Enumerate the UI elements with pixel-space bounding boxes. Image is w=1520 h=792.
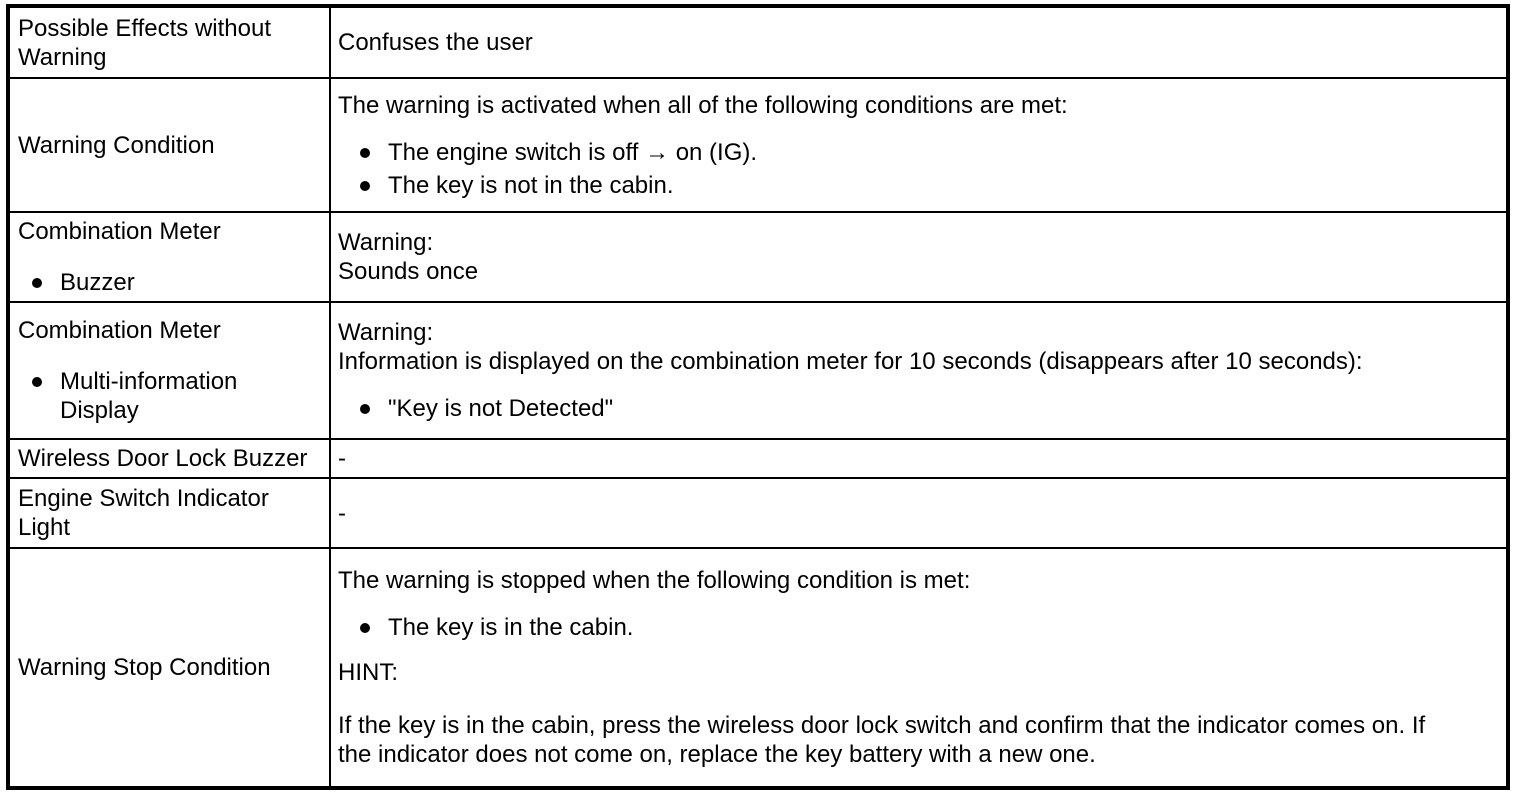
- bullet-text: The key is not in the cabin.: [388, 171, 674, 199]
- value-cell-possible-effects: Confuses the user: [329, 5, 1509, 79]
- bullet-text: "Key is not Detected": [388, 395, 614, 422]
- list-item: The key is in the cabin.: [338, 613, 1498, 642]
- value-cell-warning-stop-condition: The warning is stopped when the followin…: [329, 547, 1509, 789]
- label-cell-combination-meter-display: Combination Meter Multi-information Disp…: [7, 301, 331, 440]
- row-warning-condition: Warning Condition The warning is activat…: [7, 77, 1509, 213]
- stop-condition-bullet-list: The key is in the cabin.: [338, 613, 1498, 642]
- row-label: Possible Effects without Warning: [18, 14, 272, 71]
- row-label: Warning Condition: [18, 131, 215, 159]
- label-cell-warning-condition: Warning Condition: [7, 77, 331, 213]
- value-cell-warning-condition: The warning is activated when all of the…: [329, 77, 1509, 213]
- row-value: Warning: Sounds once: [338, 229, 479, 285]
- row-engine-switch-indicator: Engine Switch Indicator Light -: [7, 477, 1509, 549]
- row-value: -: [338, 499, 346, 527]
- value-cell-engine-switch-indicator: -: [329, 477, 1509, 549]
- list-item: Multi-information Display: [18, 367, 323, 425]
- list-item: Buzzer: [18, 268, 323, 297]
- row-warning-stop-condition: Warning Stop Condition The warning is st…: [7, 547, 1509, 789]
- list-item: The key is not in the cabin.: [338, 171, 1498, 200]
- bullet-text: The engine switch is off → on (IG).: [388, 138, 758, 166]
- row-label: Engine Switch Indicator Light: [18, 485, 269, 541]
- label-cell-engine-switch-indicator: Engine Switch Indicator Light: [7, 477, 331, 549]
- hint-label: HINT:: [338, 659, 398, 686]
- row-label: Combination Meter: [18, 218, 221, 245]
- bullet-icon: [360, 147, 370, 158]
- row-label: Wireless Door Lock Buzzer: [18, 445, 308, 472]
- label-cell-combination-meter-buzzer: Combination Meter Buzzer: [7, 211, 331, 303]
- condition-intro: The warning is activated when all of the…: [338, 91, 1068, 119]
- row-value: Warning: Information is displayed on the…: [338, 319, 1363, 375]
- warning-spec-table: Possible Effects without Warning Confuse…: [6, 4, 1510, 790]
- bullet-icon: [360, 623, 370, 633]
- bullet-icon: [32, 278, 42, 288]
- stop-condition-intro: The warning is stopped when the followin…: [338, 567, 971, 594]
- condition-bullet-list: The engine switch is off → on (IG). The …: [338, 138, 1498, 200]
- row-combination-meter-buzzer: Combination Meter Buzzer Warning: Sounds…: [7, 211, 1509, 303]
- bullet-text: Buzzer: [60, 269, 135, 296]
- hint-text: If the key is in the cabin, press the wi…: [338, 712, 1426, 768]
- list-item: The engine switch is off → on (IG).: [338, 138, 1498, 167]
- bullet-text: Multi-information Display: [60, 368, 238, 424]
- row-combination-meter-display: Combination Meter Multi-information Disp…: [7, 301, 1509, 440]
- label-cell-possible-effects: Possible Effects without Warning: [7, 5, 331, 79]
- row-value: -: [338, 445, 346, 472]
- row-value: Confuses the user: [338, 29, 533, 56]
- value-cell-wireless-door-lock-buzzer: -: [329, 438, 1509, 479]
- bullet-icon: [360, 180, 370, 191]
- value-cell-combination-meter-display: Warning: Information is displayed on the…: [329, 301, 1509, 440]
- list-item: "Key is not Detected": [338, 394, 1498, 423]
- bullet-text: The key is in the cabin.: [388, 614, 634, 641]
- row-possible-effects: Possible Effects without Warning Confuse…: [7, 5, 1509, 79]
- label-cell-warning-stop-condition: Warning Stop Condition: [7, 547, 331, 789]
- bullet-icon: [32, 377, 42, 387]
- bullet-icon: [360, 404, 370, 414]
- row-label: Combination Meter: [18, 317, 221, 344]
- display-bullet-list: "Key is not Detected": [338, 394, 1498, 423]
- row-label: Warning Stop Condition: [18, 654, 271, 681]
- label-cell-wireless-door-lock-buzzer: Wireless Door Lock Buzzer: [7, 438, 331, 479]
- row-wireless-door-lock-buzzer: Wireless Door Lock Buzzer -: [7, 438, 1509, 479]
- value-cell-combination-meter-buzzer: Warning: Sounds once: [329, 211, 1509, 303]
